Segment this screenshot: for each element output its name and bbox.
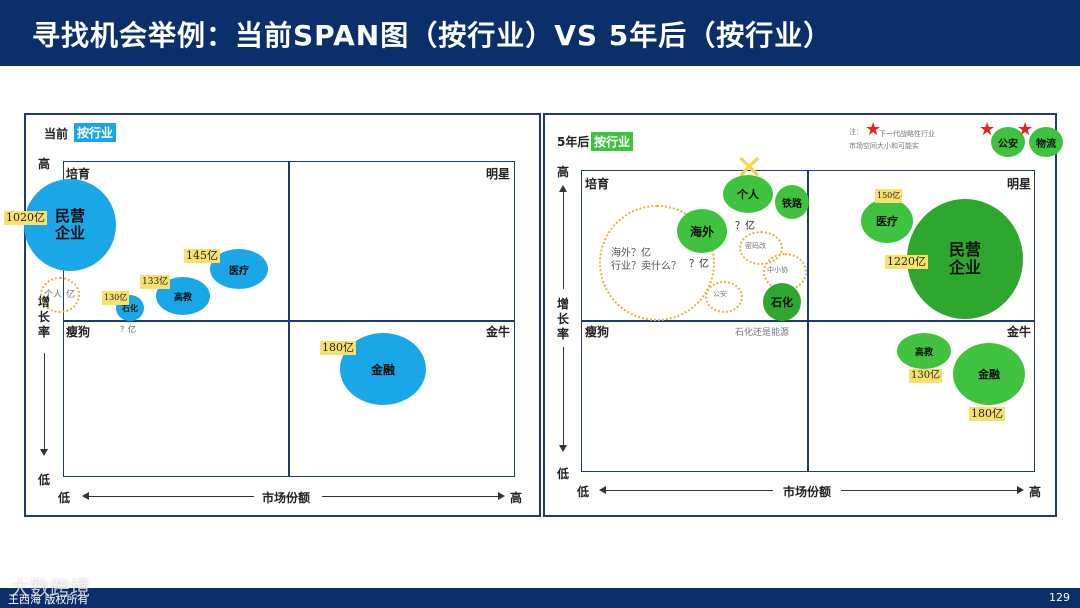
y-axis-arrow-up — [563, 191, 564, 289]
bubble-petrochem: 石化 — [763, 283, 801, 321]
grid-vline — [288, 161, 290, 477]
note-billion: 亿 — [66, 290, 76, 300]
y-arrow-head-up — [559, 185, 567, 192]
bubble-medical: 医疗 — [861, 199, 913, 243]
quadrant-label-cultivate: 培育 — [585, 177, 610, 191]
x-arrow-head-left — [599, 486, 606, 494]
x-axis-title: 市场份额 — [262, 491, 311, 505]
quadrant-label-cultivate: 培育 — [66, 167, 91, 181]
y-axis-high: 高 — [38, 157, 51, 171]
value-petrochem: 130亿 — [102, 291, 130, 305]
note-petrochem-energy: 石化还是能源 — [735, 328, 790, 338]
x-axis-high: 高 — [1029, 485, 1042, 499]
note-unknown-billion: ？亿 — [120, 325, 136, 334]
x-axis-arrow-right — [841, 490, 1017, 491]
quadrant-label-star: 明星 — [1007, 177, 1032, 191]
panel-prefix: 当前 — [44, 127, 69, 141]
bubble-railway: 铁路 — [775, 185, 809, 219]
quadrant-label-star: 明星 — [486, 167, 511, 181]
bubble-overseas: 海外 — [677, 209, 727, 253]
bubble-logistics: 物流 — [1029, 127, 1063, 157]
bubble-dotted-c — [705, 281, 743, 313]
bubble-police: 公安 — [991, 127, 1025, 157]
quadrant-label-cow: 金牛 — [486, 325, 511, 339]
value-finance: 180亿 — [969, 407, 1005, 421]
value-medical: 145亿 — [184, 249, 220, 263]
panel-tag: 按行业 — [74, 123, 117, 142]
note-individual-question: ？亿 — [735, 221, 755, 232]
y-axis-high: 高 — [557, 165, 570, 179]
bubble-dotted-individual — [40, 277, 80, 313]
value-private-enterprise: 1020亿 — [4, 211, 47, 225]
value-finance: 180亿 — [320, 341, 356, 355]
bubble-overseas-unknown — [599, 205, 715, 321]
footer-bar: 王西海 版权所有 129 — [0, 588, 1080, 608]
bubble-dotted-a — [739, 231, 783, 265]
x-axis-arrow-right — [322, 496, 498, 497]
y-arrow-head — [40, 449, 48, 456]
legend-note-1: 下一代战略性行业 — [879, 130, 935, 138]
legend-note-mark: 注： — [849, 128, 863, 136]
note-overseas-billion: ？亿 — [689, 259, 709, 270]
bubble-higher-edu: 高教 — [897, 333, 951, 369]
x-axis-low: 低 — [58, 491, 71, 505]
note-small-c: 公安 — [713, 290, 727, 298]
quadrant-label-cow: 金牛 — [1007, 325, 1032, 339]
x-axis-arrow-left — [605, 490, 773, 491]
x-axis-title: 市场份额 — [783, 485, 832, 499]
note-small-b: 中小协 — [767, 266, 788, 274]
y-arrow-head-down — [559, 445, 567, 452]
value-higher-edu: 130亿 — [909, 369, 943, 383]
y-axis-low: 低 — [557, 467, 570, 481]
y-axis-title: 增长率 — [557, 297, 570, 341]
star-logistics-icon: ★ — [1017, 119, 1034, 140]
x-arrow-head-right — [1017, 486, 1024, 494]
bubble-private-enterprise: 民营 企业 — [24, 179, 116, 271]
value-medical: 150亿 — [875, 189, 903, 203]
y-axis-low: 低 — [38, 473, 51, 487]
x-axis-low: 低 — [577, 485, 590, 499]
panel-tag: 按行业 — [591, 132, 634, 151]
grid-hline — [581, 320, 1035, 322]
note-individual: 个人 — [44, 290, 63, 300]
x-axis-arrow-left — [88, 496, 254, 497]
page-number: 129 — [1049, 591, 1070, 604]
y-axis-arrow-down — [563, 347, 564, 447]
quadrant-label-dog: 瘦狗 — [585, 325, 610, 339]
star-police-icon: ★ — [979, 119, 996, 140]
value-private-enterprise: 1220亿 — [885, 255, 928, 269]
legend-star-icon: ★ — [865, 119, 882, 140]
grid-hline — [63, 320, 515, 322]
x-axis-high: 高 — [510, 491, 523, 505]
current-span-panel: 当前 按行业 高 低 增长率 低 高 市场份额 培育 明星 瘦狗 金牛 个人 亿… — [4, 113, 541, 517]
bubble-individual: 个人 — [723, 175, 773, 213]
note-small-a: 密码改 — [745, 242, 766, 250]
panel-prefix: 5年后 — [557, 135, 590, 149]
future-span-panel: 5年后 按行业 ★ 注： 下一代战略性行业 市场空间大小和可能实 ★ 公安 ★ … — [543, 113, 1063, 517]
x-arrow-head-left — [82, 492, 89, 500]
copyright-text: 王西海 版权所有 — [8, 593, 89, 606]
slide-title: 寻找机会举例：当前SPAN图（按行业）VS 5年后（按行业） — [32, 19, 833, 52]
watermark-logo: 大数跨境 — [10, 576, 90, 600]
title-bar: 寻找机会举例：当前SPAN图（按行业）VS 5年后（按行业） — [0, 0, 1080, 66]
quadrant-label-dog: 瘦狗 — [66, 325, 91, 339]
bubble-finance: 金融 — [953, 343, 1025, 405]
value-higher-edu: 133亿 — [140, 275, 171, 289]
legend-note-2: 市场空间大小和可能实 — [849, 142, 919, 150]
note-overseas-question: 海外？亿 行业？卖什么？ — [611, 248, 681, 272]
y-axis-arrow — [44, 353, 45, 451]
x-arrow-head-right — [498, 492, 505, 500]
